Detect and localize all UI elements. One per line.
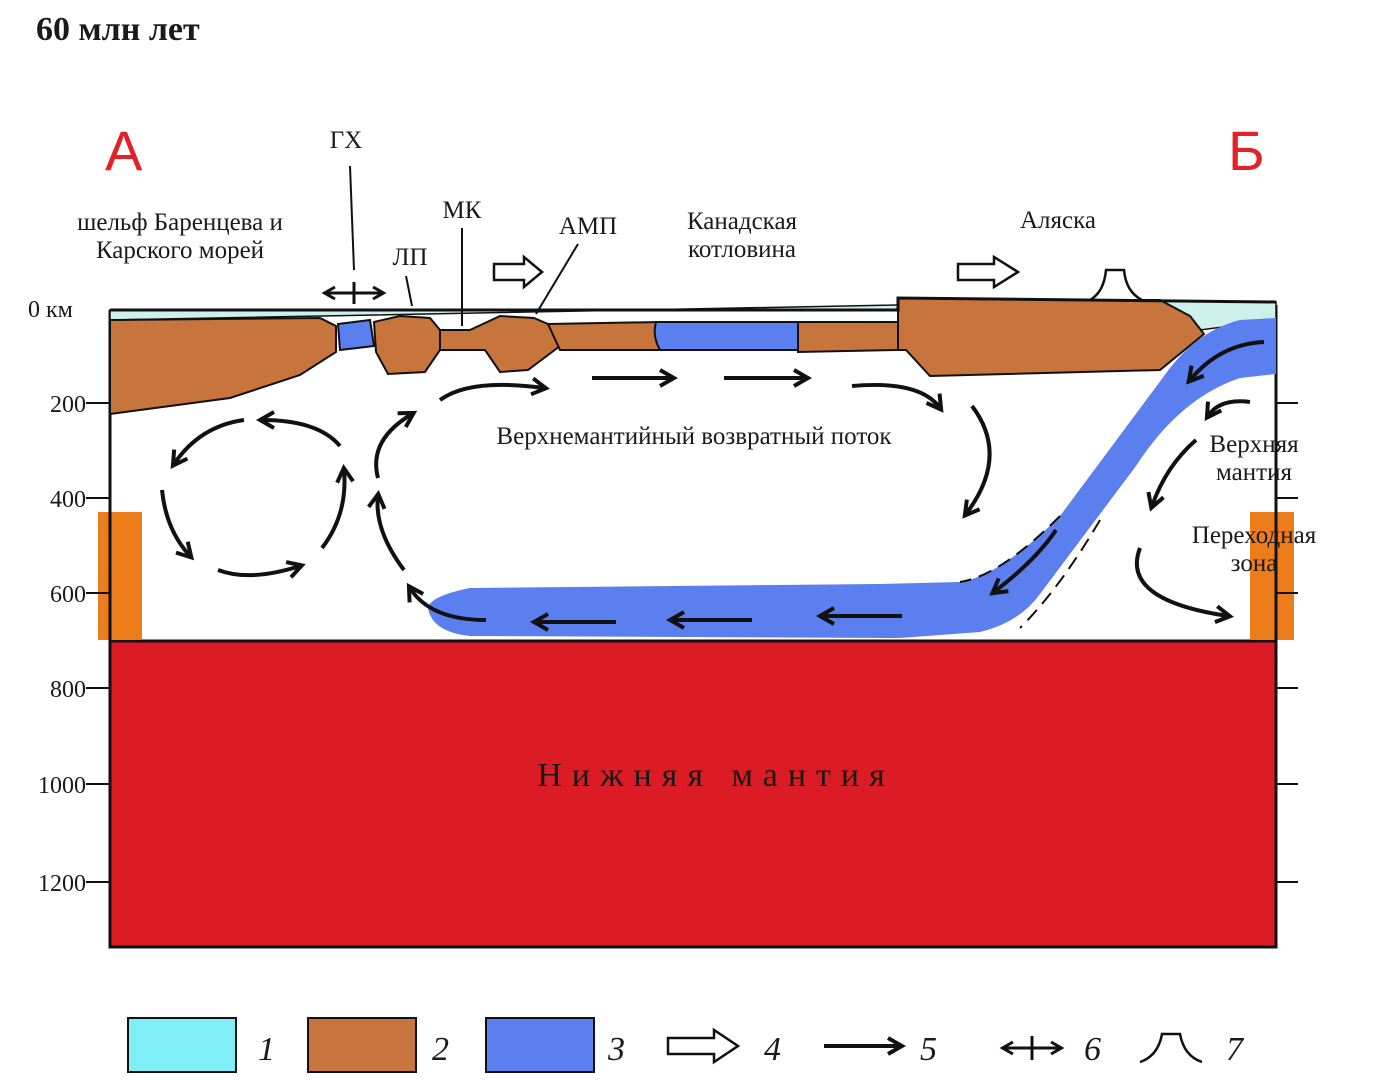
right-depth-ticks <box>1276 402 1298 883</box>
canadian-basin-crust <box>546 320 661 351</box>
lower-mantle-block <box>108 639 1278 949</box>
depth-tick-label: 600 <box>50 582 86 608</box>
slab-dashed-edge <box>959 515 1061 583</box>
flow-label: Верхнемантийный возвратный поток <box>496 423 892 450</box>
volcano-icon <box>1089 268 1143 302</box>
legend-number: 4 <box>764 1031 781 1068</box>
depth-tick-label: 1000 <box>38 773 86 799</box>
canadian-label-line2: котловина <box>688 236 796 263</box>
lp-label: ЛП <box>392 244 427 271</box>
transition-zone-left <box>98 512 142 640</box>
canadian-label-line1: Канадская <box>687 208 798 235</box>
canadian-basin-oceanic <box>653 321 799 351</box>
leader-lines <box>349 165 579 326</box>
depth-tick-label: 1200 <box>38 871 86 897</box>
upper-mantle-label-line1: Верхняя <box>1209 431 1299 458</box>
legend-number: 7 <box>1226 1031 1245 1068</box>
lomonosov-crust <box>372 314 441 376</box>
subducting-slab <box>428 318 1276 638</box>
alaska-approach-crust <box>797 321 899 354</box>
amp-label: АМП <box>559 213 617 240</box>
legend: 1 2 3 4 5 6 7 <box>127 1017 1245 1073</box>
transition-zone-label-line2: зона <box>1231 550 1278 577</box>
lower-mantle-label: Нижняя мантия <box>537 757 894 794</box>
legend-number: 1 <box>258 1031 275 1068</box>
extension-symbol-icon <box>321 282 387 304</box>
depth-tick-label: 400 <box>50 487 86 513</box>
plate-motion-arrow-icon <box>492 254 544 290</box>
legend-swatch-crust <box>307 1017 417 1073</box>
section-label-a: А <box>105 119 143 182</box>
slab-dashed-edge-lower <box>1019 519 1101 629</box>
legend-swatch-slab <box>485 1017 595 1073</box>
legend-number: 5 <box>920 1031 937 1068</box>
surface-line <box>110 296 1277 312</box>
upper-mantle-label-line2: мантия <box>1216 459 1292 486</box>
gkh-label: ГХ <box>330 127 363 154</box>
transition-zone-label-line1: Переходная <box>1192 522 1317 549</box>
section-label-b: Б <box>1228 119 1265 182</box>
mk-label: МК <box>443 197 482 224</box>
left-depth-ticks <box>86 402 110 883</box>
legend-swatch-water <box>127 1017 237 1073</box>
depth-tick-label: 800 <box>50 677 86 703</box>
legend-number: 6 <box>1084 1031 1101 1068</box>
depth-top-label: 0 км <box>28 297 73 323</box>
legend-plate-arrow-icon <box>666 1027 741 1065</box>
ridge-slab-segment <box>336 318 376 352</box>
legend-extension-icon <box>999 1036 1065 1060</box>
shelf-label-line2: Карского морей <box>96 237 264 264</box>
legend-number: 2 <box>432 1031 449 1068</box>
shelf-label-line1: шельф Баренцева и <box>77 209 283 236</box>
legend-number: 3 <box>607 1031 625 1068</box>
transition-zone-right <box>1250 512 1294 640</box>
makarov-crust <box>439 314 562 374</box>
plate-motion-arrow-icon <box>956 254 1021 290</box>
depth-tick-label: 200 <box>50 392 86 418</box>
mantle-flow-arrows <box>160 340 1265 632</box>
legend-volcano-icon <box>1139 1032 1203 1064</box>
shelf-crust <box>109 316 337 416</box>
alaska-label: Аляска <box>1020 207 1096 234</box>
alaska-crust <box>897 296 1206 378</box>
title: 60 млн лет <box>36 11 200 48</box>
